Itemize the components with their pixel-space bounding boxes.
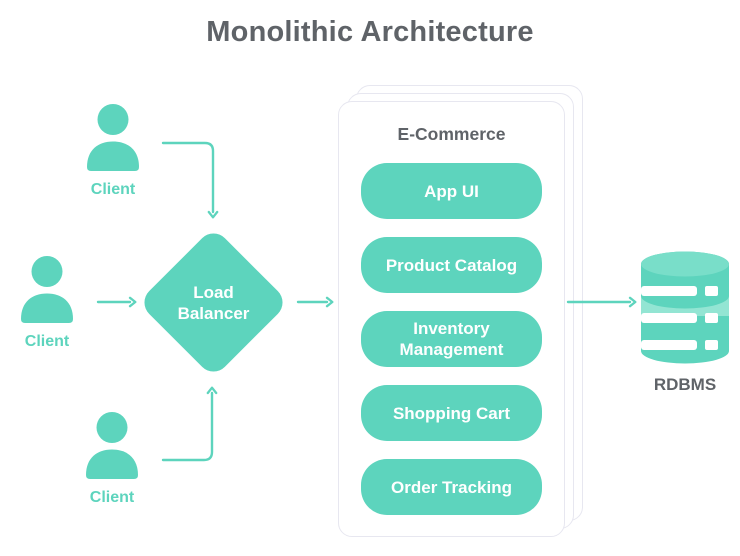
load-balancer-label: Load Balancer [177, 282, 250, 323]
client-label: Client [90, 181, 136, 198]
arrow-client-top-to-load-balancer [161, 141, 219, 219]
module-inventory-management: Inventory Management [361, 311, 542, 367]
module-order-tracking: Order Tracking [361, 459, 542, 515]
client-label: Client [89, 489, 135, 506]
rdbms-node: RDBMS [639, 250, 731, 395]
client-node-top: Client [86, 104, 140, 199]
module-shopping-cart: Shopping Cart [361, 385, 542, 441]
client-node-middle: Client [20, 256, 74, 351]
person-icon [86, 412, 138, 479]
module-app-ui: App UI [361, 163, 542, 219]
database-cylinder-icon [641, 251, 729, 364]
client-node-bottom: Client [85, 412, 139, 507]
rdbms-label: RDBMS [653, 375, 717, 394]
ecommerce-title: E-Commerce [397, 124, 506, 144]
person-icon [87, 104, 139, 171]
page-title: Monolithic Architecture [206, 16, 534, 48]
client-label: Client [24, 333, 70, 350]
arrow-client-bottom-to-load-balancer [161, 386, 218, 462]
module-list: App UI Product Catalog Inventory Managem… [361, 163, 542, 515]
person-icon [21, 256, 73, 323]
ecommerce-card: E-Commerce App UI Product Catalog Invent… [338, 101, 565, 537]
module-product-catalog: Product Catalog [361, 237, 542, 293]
